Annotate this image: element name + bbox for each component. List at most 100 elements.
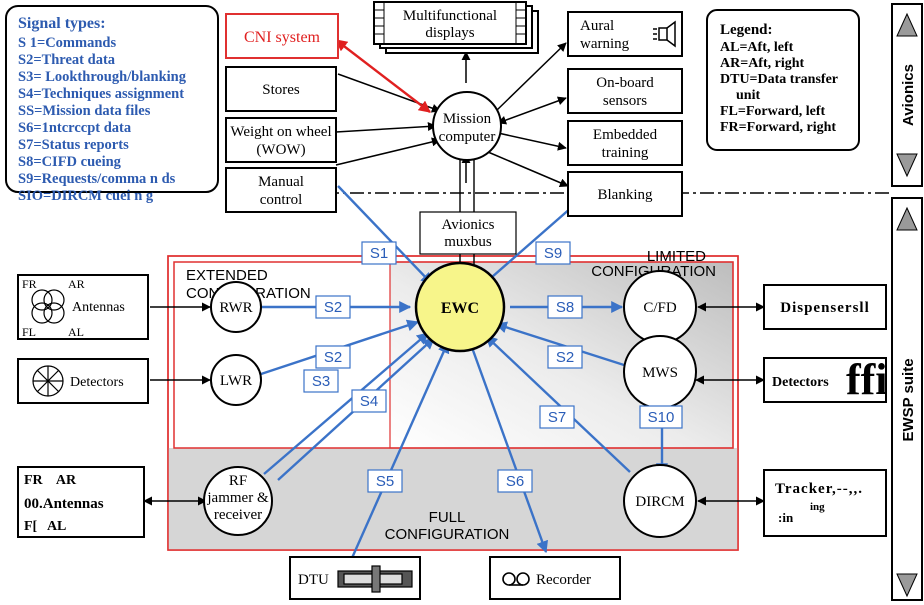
detectors-right-box[interactable]: Detectors ffi (763, 355, 888, 404)
ewsp-side-label: EWSP suite (900, 358, 917, 441)
signal-text: S4 (360, 393, 378, 410)
ewc-node[interactable]: EWC (414, 261, 506, 353)
signal-text: S1 (370, 245, 388, 262)
signal-text: S6 (506, 473, 524, 490)
rf-label-1: RF (229, 473, 247, 489)
mws-node[interactable]: MWS (623, 335, 697, 409)
signal-text: S2 (324, 349, 342, 366)
antenna-al-label: AL (68, 325, 84, 339)
full-config-label-2: CONFIGURATION (385, 526, 510, 543)
signal-text: S3 (312, 373, 330, 390)
tracker-line-3: :in (778, 510, 794, 525)
mws-label: MWS (642, 365, 678, 381)
manual-label-2: control (260, 192, 303, 208)
detectors-left-box[interactable]: Detectors (17, 358, 149, 404)
signal-label-s2: S2 (315, 345, 351, 369)
antennas-bottom-line-2: 00.Antennas (24, 496, 104, 512)
antenna-fl-label: FL (22, 325, 36, 339)
signal-type-item: S9=Requests/comma n ds (18, 171, 176, 187)
tracker-line-2: ing (810, 501, 825, 513)
signal-label-s4: S4 (351, 389, 387, 413)
displays-label-1: Multifunctional (403, 8, 497, 24)
muxbus-label-2: muxbus (444, 234, 492, 250)
limited-config-label-1: LIMITED (647, 248, 706, 265)
tape-reel-icon (502, 572, 530, 586)
dircm-node[interactable]: DIRCM (623, 464, 697, 538)
manual-label-1: Manual (258, 174, 304, 190)
dtu-label: DTU (298, 572, 329, 588)
legend-item: AL=Aft, left (720, 40, 794, 55)
legend-box (706, 9, 860, 151)
onboard-sensors-box[interactable]: On-board sensors (567, 68, 683, 114)
signal-type-item: S6=1ntcrccpt data (18, 120, 132, 136)
signal-text: S5 (376, 473, 394, 490)
signal-type-item: SS=Mission data files (18, 103, 151, 119)
lwr-label: LWR (220, 373, 252, 389)
antenna-array-icon (31, 289, 65, 324)
avionics-muxbus-box[interactable]: Avionics muxbus (419, 211, 517, 255)
antennas-label: Antennas (72, 300, 125, 315)
recorder-box[interactable]: Recorder (489, 556, 621, 600)
stores-label: Stores (262, 82, 300, 98)
recorder-label: Recorder (536, 572, 591, 588)
signal-types-box (5, 5, 219, 193)
training-label-2: training (602, 145, 649, 161)
ewsp-side-panel[interactable]: EWSP suite (891, 197, 923, 601)
avionics-side-panel[interactable]: Avionics (891, 3, 923, 187)
signal-label-s7: S7 (539, 405, 575, 429)
antennas-bottom-box[interactable]: FR AR 00.Antennas F[ AL (17, 466, 145, 538)
signal-text: S2 (556, 349, 574, 366)
signal-type-item: S7=Status reports (18, 137, 129, 153)
cfd-node[interactable]: C/FD (623, 270, 697, 344)
scroll-up-icon[interactable] (896, 12, 918, 37)
manual-control-box[interactable]: Manual control (225, 167, 337, 213)
signal-label-s3: S3 (303, 369, 339, 393)
legend-list: AL=Aft, left AR=Aft, right DTU=Data tran… (720, 40, 838, 135)
rf-label-3: receiver (214, 507, 262, 523)
wow-box[interactable]: Weight on wheel (WOW) (225, 117, 337, 163)
displays-label-2: displays (425, 25, 474, 41)
legend-item: FR=Forward, right (720, 120, 836, 135)
mission-label-1: Mission (443, 111, 492, 127)
ewc-label: EWC (441, 300, 479, 317)
scroll-down-icon[interactable] (896, 153, 918, 178)
tracker-line-1: Tracker,--,,. (775, 481, 863, 497)
embedded-training-box[interactable]: Embedded training (567, 120, 683, 166)
aural-label-1: Aural (580, 18, 614, 34)
antennas-top-box[interactable]: FR AR FL AL Antennas (17, 274, 149, 340)
signal-type-item: S2=Threat data (18, 52, 116, 68)
mission-computer-node[interactable]: Mission computer (432, 91, 502, 161)
aural-warning-box[interactable]: Aural warning (567, 11, 683, 57)
signal-label-s2: S2 (315, 295, 351, 319)
legend-item: unit (736, 88, 760, 103)
multifunctional-displays-box[interactable]: Multifunctional displays (373, 1, 539, 54)
mission-label-2: computer (439, 129, 496, 145)
signal-label-s1: S1 (361, 241, 397, 265)
antennas-bottom-line-3: F[ AL (24, 519, 66, 534)
blanking-box[interactable]: Blanking (567, 171, 683, 217)
speaker-icon (653, 20, 676, 48)
signal-label-s5: S5 (367, 469, 403, 493)
dispensers-box[interactable]: Dispensersll (763, 284, 887, 330)
stores-box[interactable]: Stores (225, 66, 337, 112)
dtu-box[interactable]: DTU (289, 556, 421, 600)
legend-item: FL=Forward, left (720, 104, 826, 119)
signal-text: S9 (544, 245, 562, 262)
cni-system-box[interactable]: CNI system (225, 13, 339, 59)
rf-jammer-node[interactable]: RF jammer & receiver (203, 466, 273, 536)
legend-item: AR=Aft, right (720, 56, 805, 71)
legend-item: DTU=Data transfer (720, 72, 838, 87)
legend-title: Legend: (720, 22, 773, 38)
scroll-up-icon[interactable] (896, 206, 918, 231)
tracker-box[interactable]: Tracker,--,,. ing :in (763, 469, 887, 537)
data-cartridge-icon (337, 565, 413, 593)
rwr-node[interactable]: RWR (210, 281, 262, 333)
training-label-1: Embedded (593, 127, 658, 143)
signal-type-item: S4=Techniques assignment (18, 86, 184, 102)
dispensers-label: Dispensersll (780, 300, 870, 316)
scroll-down-icon[interactable] (896, 573, 918, 598)
lwr-node[interactable]: LWR (210, 354, 262, 406)
detectors-right-mark: ffi (846, 355, 888, 404)
muxbus-label-1: Avionics (441, 217, 494, 233)
